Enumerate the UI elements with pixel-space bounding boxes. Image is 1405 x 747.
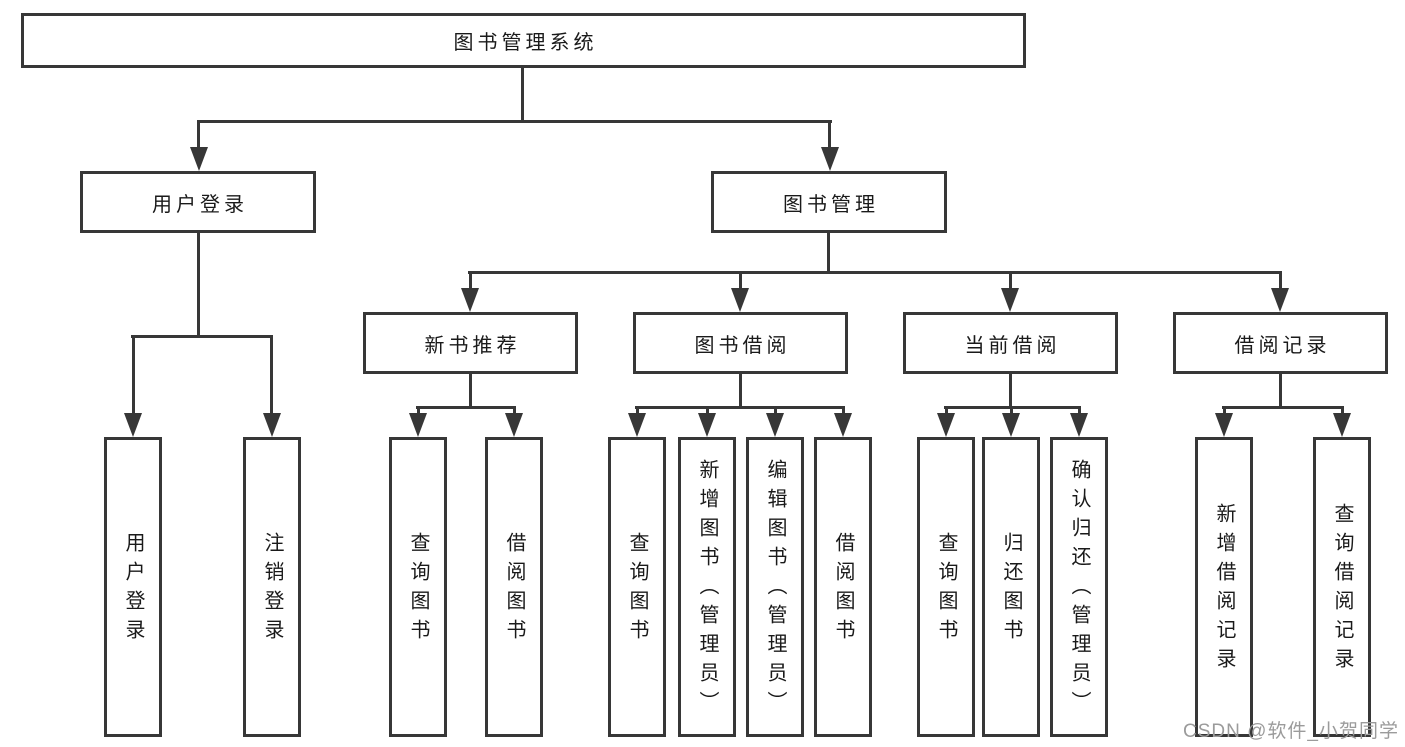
arrowhead-icon [628, 413, 646, 437]
connector-root-bar [197, 120, 832, 123]
connector-records-bar [1222, 406, 1344, 409]
arrowhead-icon [190, 147, 208, 171]
connector-current-drop-2 [1010, 408, 1013, 416]
connector-records-drop-2 [1341, 408, 1344, 416]
connector-rec-drop-1 [417, 408, 420, 416]
connector-rec-drop-2 [513, 408, 516, 416]
leaf-borrow-edit-books-admin: 编辑图书（管理员） [746, 437, 804, 737]
node-user-login: 用户登录 [80, 171, 316, 233]
connector-current-bar [944, 406, 1081, 409]
leaf-rec-query-books: 查询图书 [389, 437, 447, 737]
connector-mgmt-drop-3 [1009, 273, 1012, 291]
arrowhead-icon [1215, 413, 1233, 437]
connector-mgmt-trunk [827, 232, 830, 274]
arrowhead-icon [834, 413, 852, 437]
leaf-rec-borrow-books: 借阅图书 [485, 437, 543, 737]
connector-rec-trunk [469, 373, 472, 409]
arrowhead-icon [766, 413, 784, 437]
node-current-borrowing: 当前借阅 [903, 312, 1118, 374]
connector-mgmt-bar [468, 271, 1282, 274]
connector-borrow-trunk [739, 373, 742, 409]
arrowhead-icon [821, 147, 839, 171]
connector-rec-bar [416, 406, 516, 409]
leaf-records-add-record: 新增借阅记录 [1195, 437, 1253, 737]
node-book-management-system: 图书管理系统 [21, 13, 1026, 68]
arrowhead-icon [505, 413, 523, 437]
leaf-current-query-books: 查询图书 [917, 437, 975, 737]
leaf-current-confirm-return-admin: 确认归还（管理员） [1050, 437, 1108, 737]
leaf-logout: 注销登录 [243, 437, 301, 737]
connector-mgmt-drop-4 [1279, 273, 1282, 291]
arrowhead-icon [937, 413, 955, 437]
connector-current-drop-1 [945, 408, 948, 416]
connector-borrow-bar [635, 406, 845, 409]
arrowhead-icon [1070, 413, 1088, 437]
connector-mgmt-drop-1 [469, 273, 472, 291]
leaf-user-login: 用户登录 [104, 437, 162, 737]
connector-root-drop-left [197, 121, 200, 151]
arrowhead-icon [1333, 413, 1351, 437]
arrowhead-icon [698, 413, 716, 437]
arrowhead-icon [124, 413, 142, 437]
arrowhead-icon [263, 413, 281, 437]
arrowhead-icon [1001, 288, 1019, 312]
node-new-book-recommend: 新书推荐 [363, 312, 578, 374]
arrowhead-icon [461, 288, 479, 312]
node-book-borrowing: 图书借阅 [633, 312, 848, 374]
arrowhead-icon [409, 413, 427, 437]
connector-borrow-drop-3 [774, 408, 777, 416]
connector-borrow-drop-4 [842, 408, 845, 416]
connector-root-trunk [521, 66, 524, 122]
connector-borrow-drop-1 [636, 408, 639, 416]
connector-login-drop-1 [132, 337, 135, 415]
leaf-borrow-borrow-books: 借阅图书 [814, 437, 872, 737]
arrowhead-icon [1002, 413, 1020, 437]
connector-login-bar [131, 335, 273, 338]
connector-current-drop-3 [1078, 408, 1081, 416]
connector-mgmt-drop-2 [739, 273, 742, 291]
watermark-text: CSDN @软件_小贺同学 [1183, 721, 1399, 742]
connector-records-drop-1 [1223, 408, 1226, 416]
connector-login-drop-2 [270, 337, 273, 415]
leaf-current-return-books: 归还图书 [982, 437, 1040, 737]
connector-borrow-drop-2 [706, 408, 709, 416]
arrowhead-icon [1271, 288, 1289, 312]
arrowhead-icon [731, 288, 749, 312]
connector-root-drop-right [828, 121, 831, 151]
leaf-records-query-record: 查询借阅记录 [1313, 437, 1371, 737]
leaf-borrow-query-books: 查询图书 [608, 437, 666, 737]
connector-login-trunk [197, 232, 200, 338]
node-book-management: 图书管理 [711, 171, 947, 233]
leaf-borrow-add-books-admin: 新增图书（管理员） [678, 437, 736, 737]
connector-records-trunk [1279, 373, 1282, 409]
connector-current-trunk [1009, 373, 1012, 409]
node-borrowing-records: 借阅记录 [1173, 312, 1388, 374]
